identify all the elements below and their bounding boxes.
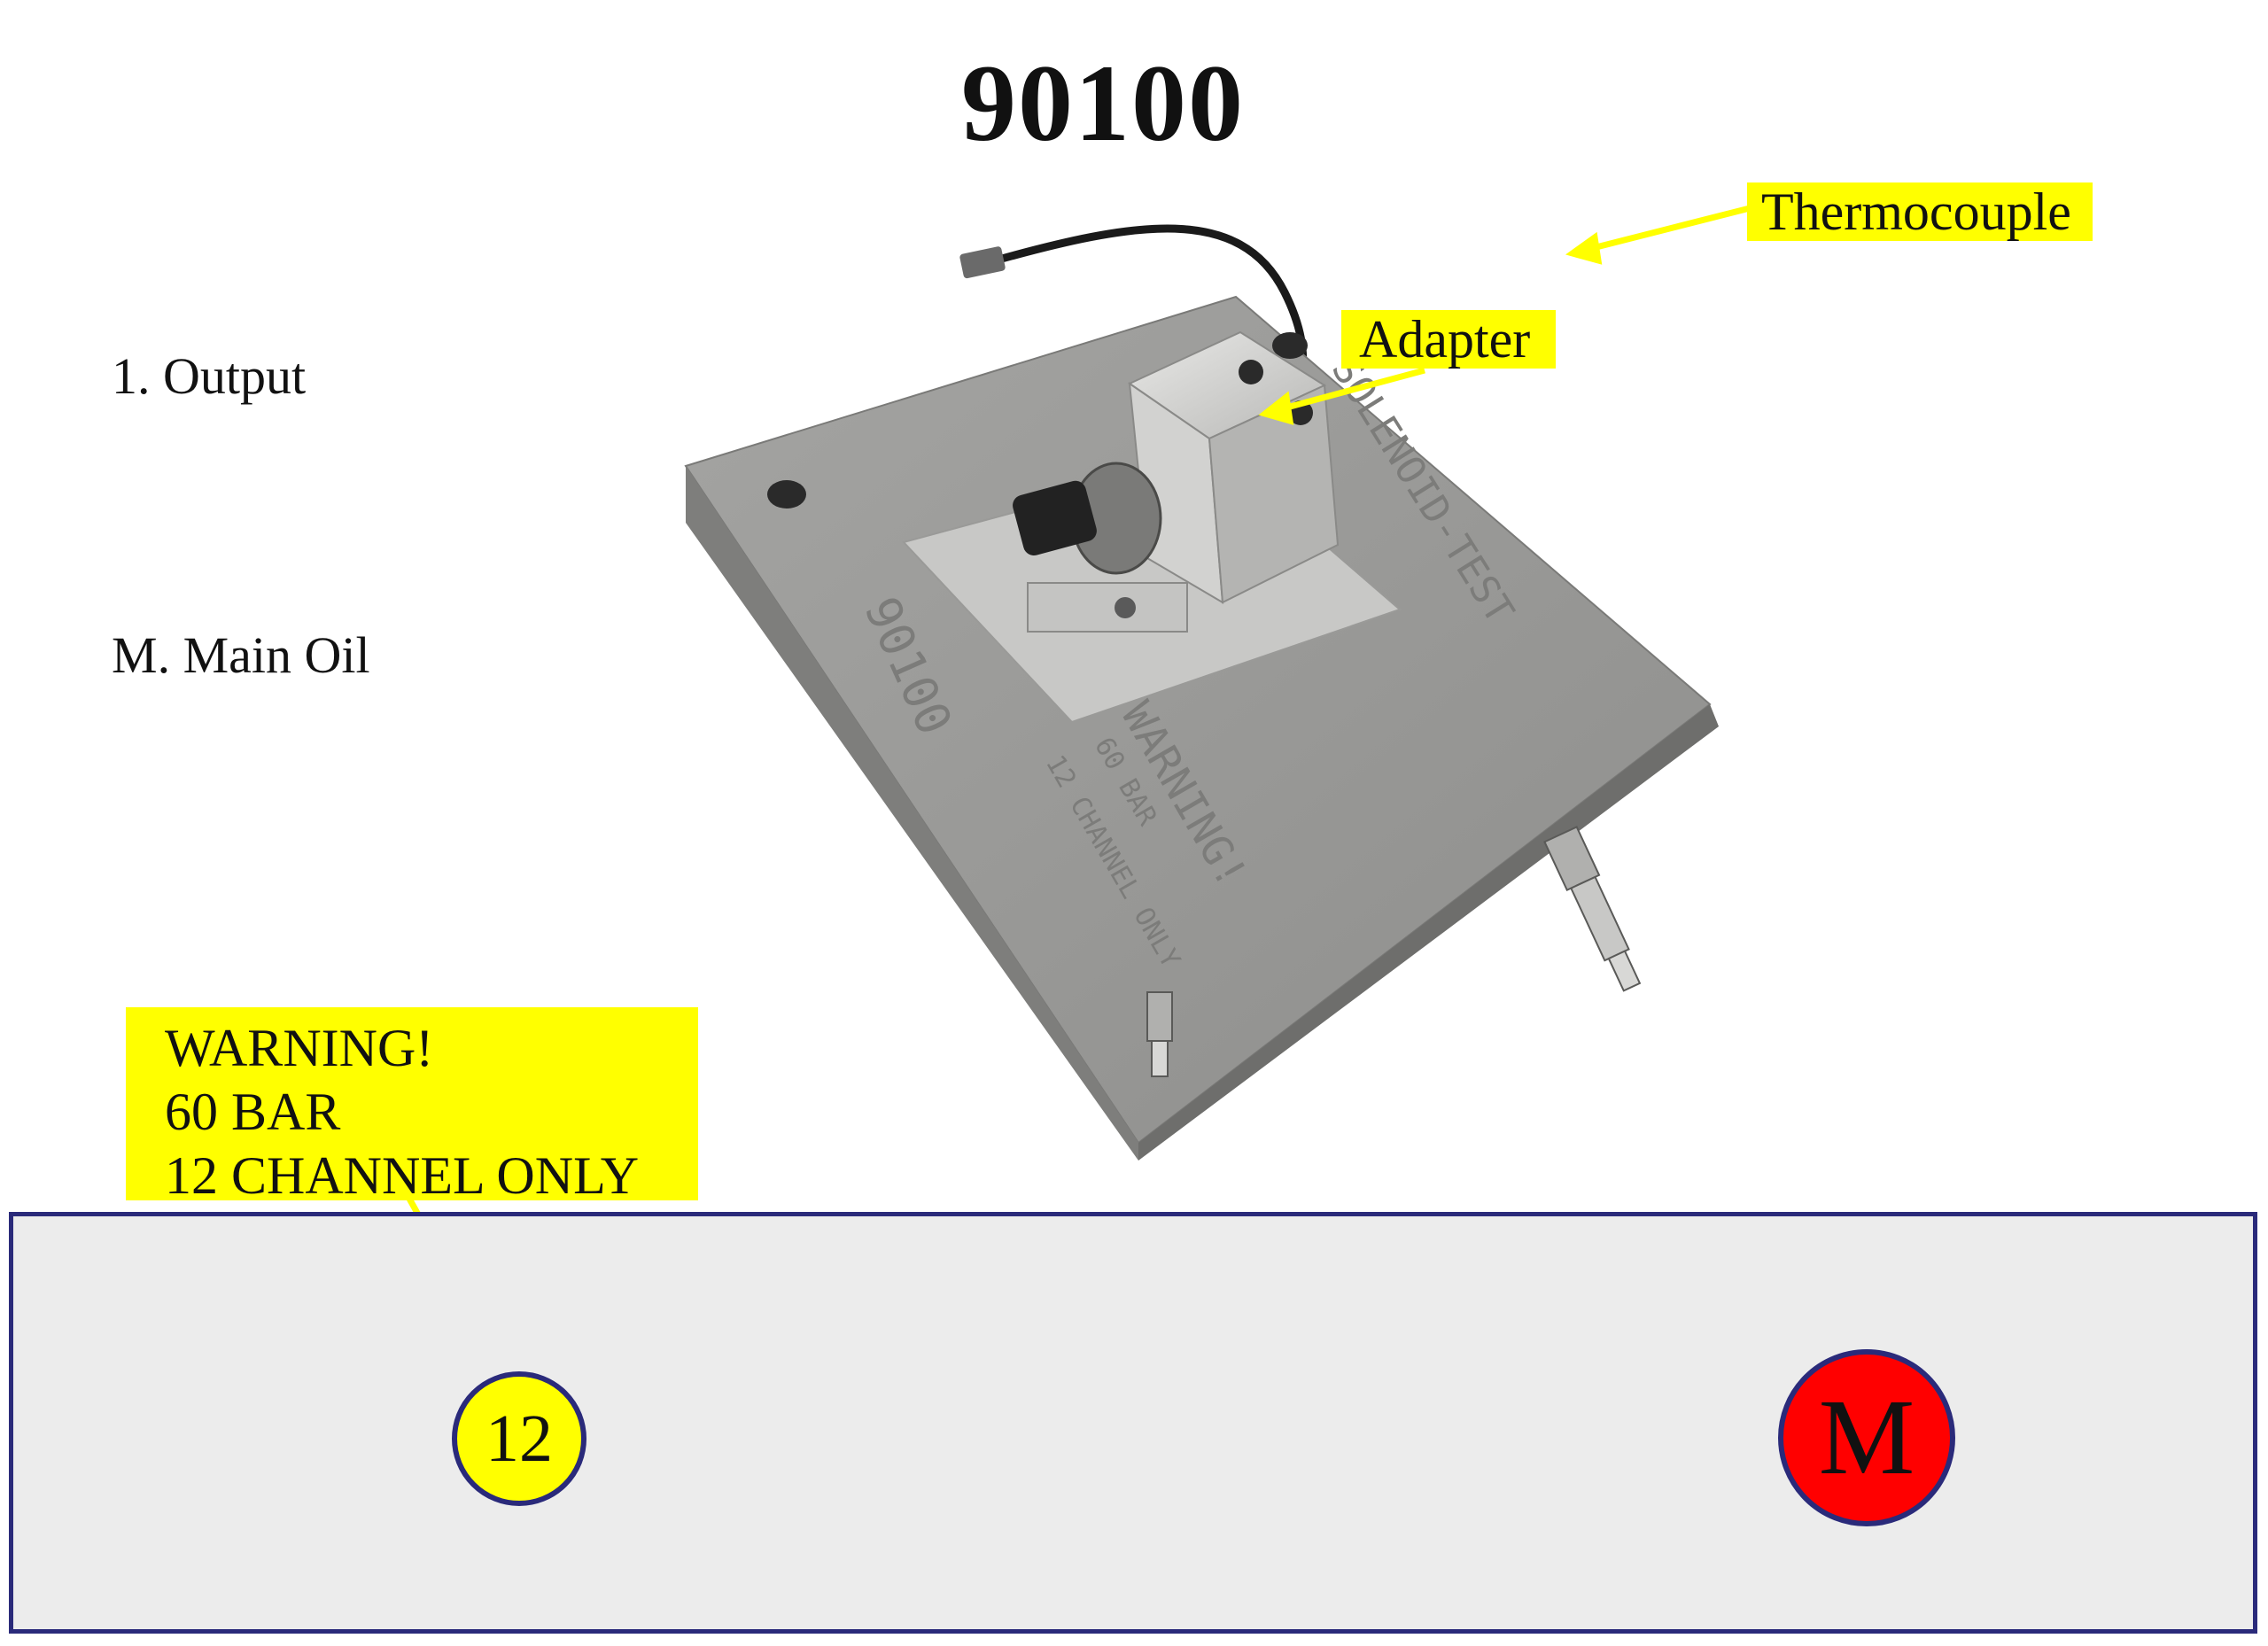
legend-main-oil: M. Main Oil (112, 626, 370, 684)
device-photo: 90100 SOLENOID-TEST WARNING! 60 BAR 12 C… (656, 221, 1772, 1161)
output-fitting (1146, 991, 1173, 1077)
main-oil-port-marker: M (1778, 1349, 1955, 1526)
adapter-callout: Adapter (1341, 310, 1556, 369)
page-title: 90100 (961, 43, 1245, 164)
legend-output: 1. Output (112, 347, 307, 405)
warning-line-3: 12 CHANNEL ONLY (165, 1146, 640, 1205)
warning-line-2: 60 BAR (165, 1083, 341, 1141)
output-port-marker: 12 (452, 1371, 586, 1506)
warning-line-1: WARNING! (165, 1019, 434, 1077)
main-oil-fitting (1543, 826, 1642, 992)
thermocouple-callout: Thermocouple (1747, 182, 2093, 241)
warning-callout: WARNING! 60 BAR 12 CHANNEL ONLY (126, 1007, 698, 1205)
